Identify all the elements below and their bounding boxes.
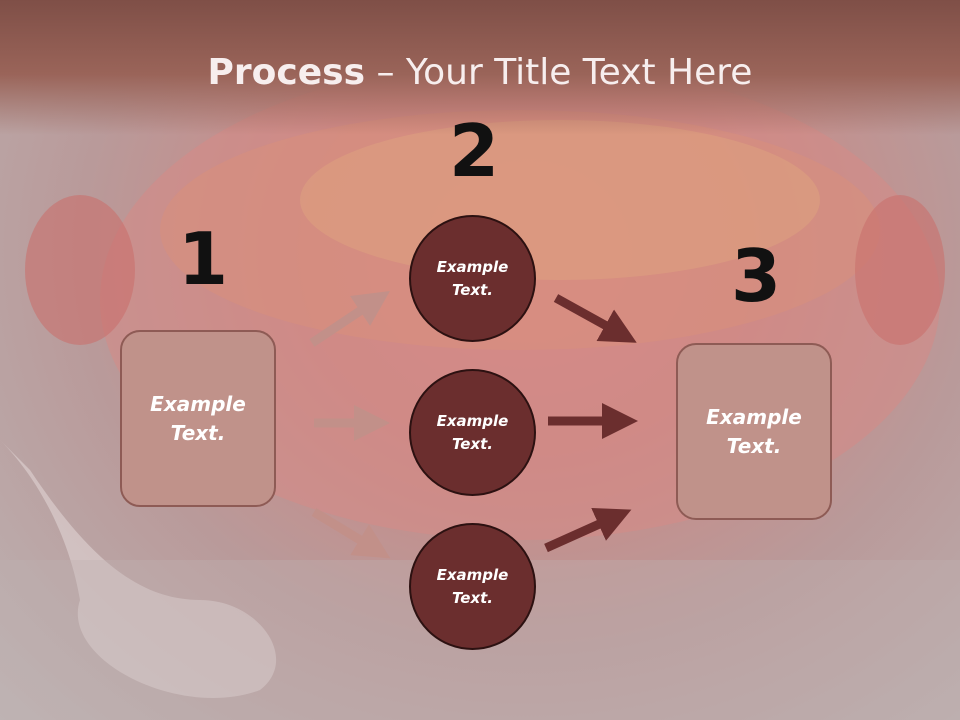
circle-top-line2: Text. (451, 280, 493, 299)
title-rest: – Your Title Text Here (365, 52, 753, 93)
arrow-bottom-to-right (544, 507, 632, 553)
step-number-1: 1 (178, 217, 229, 301)
title-band (0, 0, 960, 135)
circle-middle[interactable]: Example Text. (409, 369, 536, 496)
circle-top[interactable]: Example Text. (409, 215, 536, 342)
circle-bottom-line1: Example (436, 565, 509, 584)
arrow-top-to-right (553, 294, 637, 343)
circle-top-line1: Example (436, 257, 509, 276)
step-number-2: 2 (449, 109, 500, 193)
left-box-line2: Text. (170, 420, 226, 445)
circle-bottom[interactable]: Example Text. (409, 523, 536, 650)
arrow-left-to-top (309, 291, 390, 347)
arrow-left-to-bottom (311, 508, 391, 559)
title-bold: Process (207, 52, 366, 93)
right-box-line2: Text. (726, 433, 782, 458)
right-box-line1: Example (706, 404, 802, 429)
step-number-3: 3 (731, 234, 782, 318)
left-box-line1: Example (150, 391, 246, 416)
circle-middle-line1: Example (436, 411, 509, 430)
circle-bottom-line2: Text. (451, 588, 493, 607)
circle-middle-line2: Text. (451, 434, 493, 453)
right-step-box[interactable]: Example Text. (676, 343, 832, 520)
slide-title[interactable]: Process – Your Title Text Here (0, 52, 960, 93)
left-step-box[interactable]: Example Text. (120, 330, 276, 507)
